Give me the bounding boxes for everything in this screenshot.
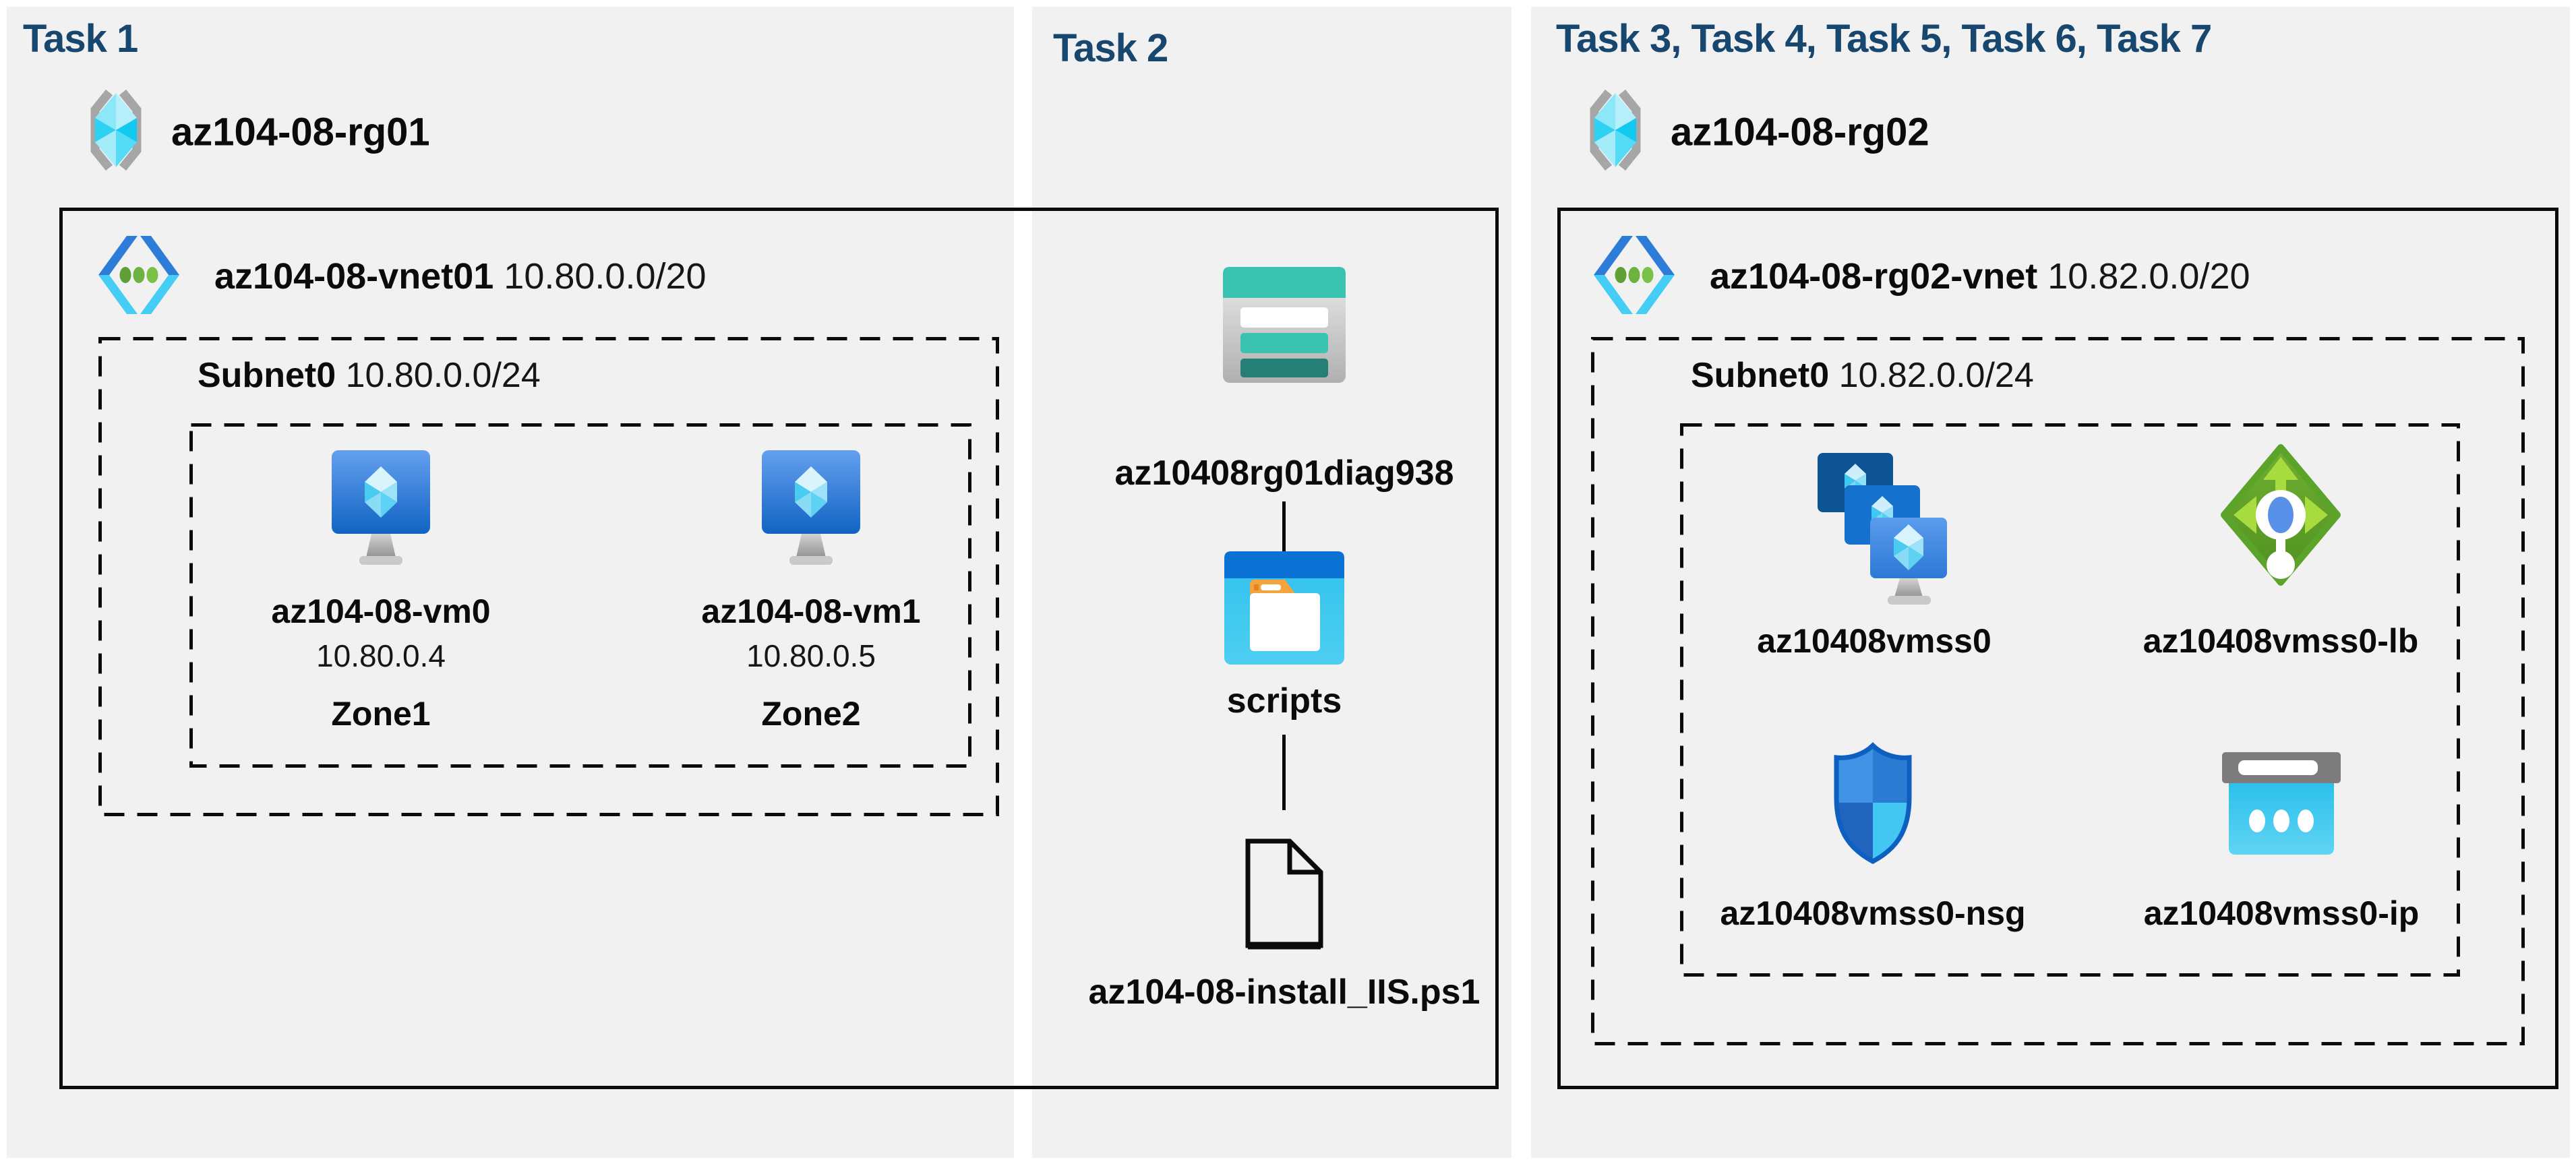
public-ip-name: az10408vmss0-ip [2143, 894, 2420, 932]
virtual-network-icon [1588, 232, 1680, 319]
task1-title: Task 1 [23, 17, 138, 61]
vm0-zone: Zone1 [331, 695, 431, 733]
public-ip-icon [2222, 752, 2341, 859]
load-balancer-icon [2220, 443, 2341, 586]
blob-container-folder-icon [1224, 551, 1344, 665]
resource-group-name: az104-08-rg01 [171, 110, 430, 154]
vm-scale-set-icon [1818, 453, 1947, 605]
vnet01-name: az104-08-vnet01 [214, 256, 494, 297]
connector-scripts-file [1282, 735, 1286, 810]
load-balancer-name: az10408vmss0-lb [2143, 622, 2419, 660]
vm1-zone: Zone2 [761, 695, 861, 733]
storage-account-icon [1223, 267, 1346, 383]
script-file-icon [1244, 837, 1325, 950]
subnet0-name: Subnet0 [198, 356, 336, 395]
vnet01-label: az104-08-vnet01 10.80.0.0/20 [214, 255, 707, 297]
rg02-subnet0-dashed-box [1591, 337, 2525, 1045]
subnet0-dashed-box [98, 337, 999, 816]
task2-title: Task 2 [1053, 26, 1168, 70]
rg02-vnet-label: az104-08-rg02-vnet 10.82.0.0/20 [1710, 255, 2250, 297]
task3-title: Task 3, Task 4, Task 5, Task 6, Task 7 [1556, 17, 2212, 61]
subnet0-cidr: 10.80.0.0/24 [345, 356, 541, 395]
script-file-name: az104-08-install_IIS.ps1 [1088, 973, 1480, 1012]
vnet01-cidr: 10.80.0.0/20 [504, 256, 707, 297]
container-name: scripts [1226, 681, 1342, 720]
vm-icon [762, 450, 860, 569]
storage-account-name: az10408rg01diag938 [1114, 454, 1454, 493]
nsg-name: az10408vmss0-nsg [1720, 894, 2026, 932]
connector-storage-scripts [1282, 501, 1286, 554]
rg02-resources-dashed-box [1680, 423, 2460, 977]
subnet0-label: Subnet0 10.80.0.0/24 [198, 355, 541, 396]
task3-panel [1531, 7, 2570, 1158]
rg02-subnet0-cidr: 10.82.0.0/24 [1838, 356, 2034, 395]
resource-group-icon [85, 88, 147, 173]
vm0-ip: 10.80.0.4 [316, 638, 446, 673]
vm1-name: az104-08-vm1 [701, 592, 921, 630]
rg02-vnet-name: az104-08-rg02-vnet [1710, 256, 2038, 297]
task1-panel [7, 7, 1014, 1158]
vm-icon [332, 450, 430, 569]
vm0-name: az104-08-vm0 [271, 592, 491, 630]
rg02-subnet0-name: Subnet0 [1691, 356, 1830, 395]
resource-group-name: az104-08-rg02 [1671, 110, 1929, 154]
resource-group-icon [1584, 88, 1646, 173]
virtual-network-icon [93, 232, 185, 319]
network-security-group-icon [1828, 739, 1917, 867]
vnet01-boundary-box [59, 208, 1499, 1089]
rg02-vnet-boundary-box [1557, 208, 2558, 1089]
rg02-vnet-cidr: 10.82.0.0/20 [2047, 256, 2250, 297]
vmss-name: az10408vmss0 [1757, 622, 1991, 660]
rg02-subnet0-label: Subnet0 10.82.0.0/24 [1691, 355, 2034, 396]
vm1-ip: 10.80.0.5 [746, 638, 876, 673]
